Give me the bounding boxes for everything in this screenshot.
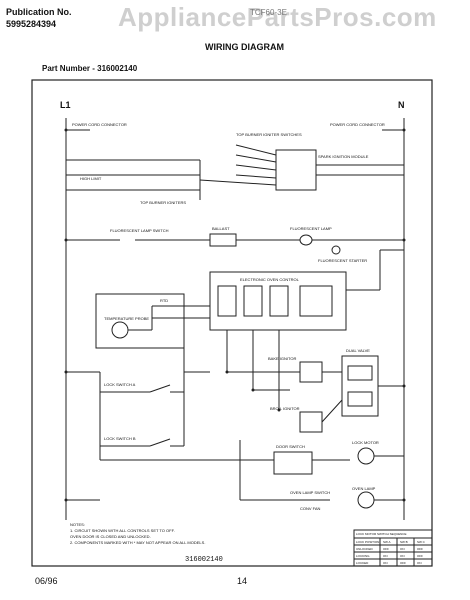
table-cell: OFF [383,547,389,551]
table-cell: LOCKED [356,561,369,565]
note-line-4: 2. COMPONENTS MARKED WITH * MAY NOT APPE… [70,540,205,545]
table-cell: UNLOCKED [356,547,374,551]
label-oven-lamp: OVEN LAMP [352,486,376,491]
label-door-switch: DOOR SWITCH [276,444,305,449]
label-fluorescent-starter: FLUORESCENT STARTER [318,258,367,263]
table-header-1: SW A [383,540,391,544]
page-title: WIRING DIAGRAM [205,42,284,52]
table-cell: OFF [417,547,423,551]
table-cell: ON [400,554,405,558]
watermark: AppliancePartsPros.com [118,2,437,32]
table-cell: OFF [417,554,423,558]
label-lock-switch-a: LOCK SWITCH A [104,382,136,387]
label-dual-valve: DUAL VALVE [346,348,370,353]
label-temperature-probe: TEMPERATURE PROBE [104,316,149,321]
note-line-2: 1. CIRCUIT SHOWN WITH ALL CONTROLS SET T… [70,528,175,533]
table-cell: LOCKING [356,554,370,558]
label-lock-motor: LOCK MOTOR [352,440,379,445]
label-power-cord-right: POWER CORD CONNECTOR [330,122,385,127]
label-top-burner-igniters: TOP BURNER IGNITERS [140,200,186,205]
table-title: LOCK MOTOR SWITCH SEQUENCE [356,532,406,536]
label-fluorescent-lamp: FLUORESCENT LAMP [290,226,332,231]
table-header-0: LOCK POSITION [356,540,379,544]
label-bake-ignitor: BAKE IGNITOR [268,356,296,361]
label-high-limit: HIGH LIMIT [80,176,102,181]
label-fluorescent-switch: FLUORESCENT LAMP SWITCH [110,228,169,233]
table-cell: ON [383,554,388,558]
model-number: TCF60-3E [250,8,287,17]
part-number: Part Number - 316002140 [42,64,138,73]
table-header-2: SW B [400,540,408,544]
table-cell: ON [417,561,422,565]
label-electronic-control: ELECTRONIC OVEN CONTROL [240,277,300,282]
drawing-number: 316002140 [185,556,223,564]
terminal-l1: L1 [60,100,71,110]
label-spark-module: SPARK IGNITION MODULE [318,154,369,159]
label-power-cord-left: POWER CORD CONNECTOR [72,122,127,127]
terminal-n: N [398,100,405,110]
label-top-burner-switches: TOP BURNER IGNITER SWITCHES [236,132,302,137]
label-probe-rtd: RTD [160,298,168,303]
table-cell: ON [400,547,405,551]
table-cell: ON [383,561,388,565]
label-oven-lamp-switch: OVEN LAMP SWITCH [290,490,330,495]
note-line-1: NOTES: [70,522,85,527]
publication-number: 5995284394 [6,19,57,29]
page-number: 14 [237,576,248,586]
label-lock-switch-b: LOCK SWITCH B [104,436,136,441]
publication-label: Publication No. [6,7,72,17]
note-line-3: OVEN DOOR IS CLOSED AND UNLOCKED. [70,534,151,539]
label-convection-fan: CONV FAN [300,506,321,511]
publication-header: Publication No. 5995284394 [6,6,72,30]
footer-date: 06/96 [35,576,58,586]
table-cell: OFF [400,561,406,565]
label-broil-ignitor: BROIL IGNITOR [270,406,300,411]
table-header-3: SW C [417,540,426,544]
label-ballast: BALLAST [212,226,230,231]
